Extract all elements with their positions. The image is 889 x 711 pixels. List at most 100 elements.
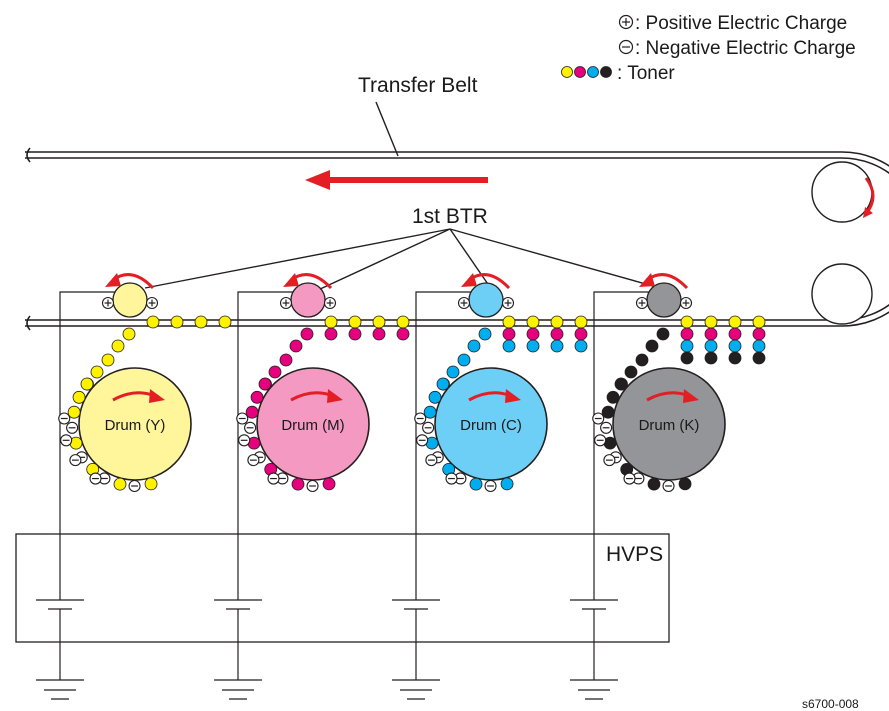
positive-charge-icon: [279, 296, 293, 310]
toner-particle: [113, 477, 127, 491]
toner-particle: [457, 353, 471, 367]
hvps-label: HVPS: [606, 543, 663, 566]
drum-label: Drum (K): [639, 417, 700, 434]
belt-direction-arrow-head: [305, 170, 330, 190]
btr-leaders: [144, 228, 661, 291]
drum-rotation-arrow-head: [327, 389, 343, 403]
toner-particle: [372, 315, 386, 329]
toner-particle: [467, 339, 481, 353]
toner-particle: [67, 405, 81, 419]
toner-particle: [122, 327, 136, 341]
toner-particle: [324, 327, 338, 341]
toner-particle: [396, 315, 410, 329]
toner-particle: [728, 351, 742, 365]
toner-particle: [550, 327, 564, 341]
negative-charge-icon: [414, 412, 427, 425]
transfer-belt-leader: [375, 101, 399, 157]
positive-charge-icon: [618, 14, 634, 30]
toner-particle: [146, 315, 160, 329]
btr-bias-wire: [593, 291, 664, 600]
toner-particle: [680, 315, 694, 329]
roller-rotation-arrow-head: [283, 273, 299, 287]
positive-charge-icon: [145, 296, 159, 310]
toner-particle: [469, 477, 483, 491]
toner-particle: [144, 477, 158, 491]
toner-particle: [728, 339, 742, 353]
legend-negative-label: : Negative Electric Charge: [635, 38, 856, 59]
positive-charge-icon: [101, 296, 115, 310]
drum-rotation-arrow-head: [149, 389, 165, 403]
negative-charge-icon: [66, 421, 79, 434]
negative-charge-icon: [244, 421, 257, 434]
toner-particle: [250, 390, 264, 404]
belt-drive-roller: [811, 161, 875, 223]
btr-roller: [112, 282, 148, 318]
roller-rotation-arrow-head: [461, 273, 477, 287]
positive-charge-icon: [323, 296, 337, 310]
negative-charge-icon: [592, 412, 605, 425]
btr-label: 1st BTR: [412, 205, 488, 228]
negative-charge-icon: [58, 412, 71, 425]
negative-charge-icon: [594, 434, 607, 447]
station-3: Drum (C): [392, 273, 588, 700]
toner-particle: [80, 377, 94, 391]
toner-particle: [656, 327, 670, 341]
toner-particle: [90, 365, 104, 379]
negative-charge-icon: [416, 434, 429, 447]
belt-idler-roller: [811, 263, 873, 325]
toner-particle: [526, 327, 540, 341]
toner-particle: [245, 405, 259, 419]
toner-particle: [704, 327, 718, 341]
toner-particle: [101, 353, 115, 367]
negative-charge-icon: [306, 479, 319, 493]
negative-charge-icon: [422, 421, 435, 434]
negative-charge-icon: [69, 454, 82, 467]
station-4: Drum (K): [570, 273, 766, 700]
toner-particle: [446, 365, 460, 379]
negative-charge-icon: [445, 472, 458, 485]
toner-particle: [372, 327, 386, 341]
toner-particle: [680, 351, 694, 365]
process-stations: Drum (Y)Drum (M)Drum (C)Drum (K): [36, 273, 766, 700]
toner-particle: [423, 405, 437, 419]
btr-bias-wire: [59, 291, 130, 600]
toner-particle: [324, 315, 338, 329]
negative-charge-icon: [267, 472, 280, 485]
toner-particle: [300, 327, 314, 341]
hvps-box: [15, 533, 670, 643]
toner-particle: [680, 339, 694, 353]
toner-particle: [704, 315, 718, 329]
toner-particle: [502, 339, 516, 353]
legend: : Positive Electric Charge : Negative El…: [561, 13, 856, 84]
toner-particle: [500, 477, 514, 491]
toner-particle: [550, 339, 564, 353]
toner-particle: [194, 315, 208, 329]
station-2: Drum (M): [214, 273, 410, 700]
toner-particle: [111, 339, 125, 353]
toner-particle: [526, 339, 540, 353]
toner-particle: [624, 365, 638, 379]
legend-toner-label: : Toner: [617, 63, 675, 84]
toner-particle: [704, 351, 718, 365]
negative-charge-icon: [60, 434, 73, 447]
positive-charge-icon: [635, 296, 649, 310]
toner-particle: [502, 327, 516, 341]
btr-roller: [468, 282, 504, 318]
btr-bias-wire: [237, 291, 308, 600]
drum-label: Drum (M): [281, 417, 344, 434]
positive-charge-icon: [679, 296, 693, 310]
toner-particle: [601, 405, 615, 419]
negative-charge-icon: [247, 454, 260, 467]
negative-charge-icon: [454, 472, 467, 485]
toner-particle: [704, 339, 718, 353]
transfer-belt-label: Transfer Belt: [358, 74, 478, 97]
toner-particle: [348, 315, 362, 329]
roller-rotation-arrow-head: [105, 273, 121, 287]
toner-particle: [678, 477, 692, 491]
drum-label: Drum (C): [460, 417, 522, 434]
drum-rotation-arrow-head: [683, 389, 699, 403]
toner-legend-icon: [561, 66, 612, 78]
toner-particle: [614, 377, 628, 391]
toner-particle: [428, 390, 442, 404]
